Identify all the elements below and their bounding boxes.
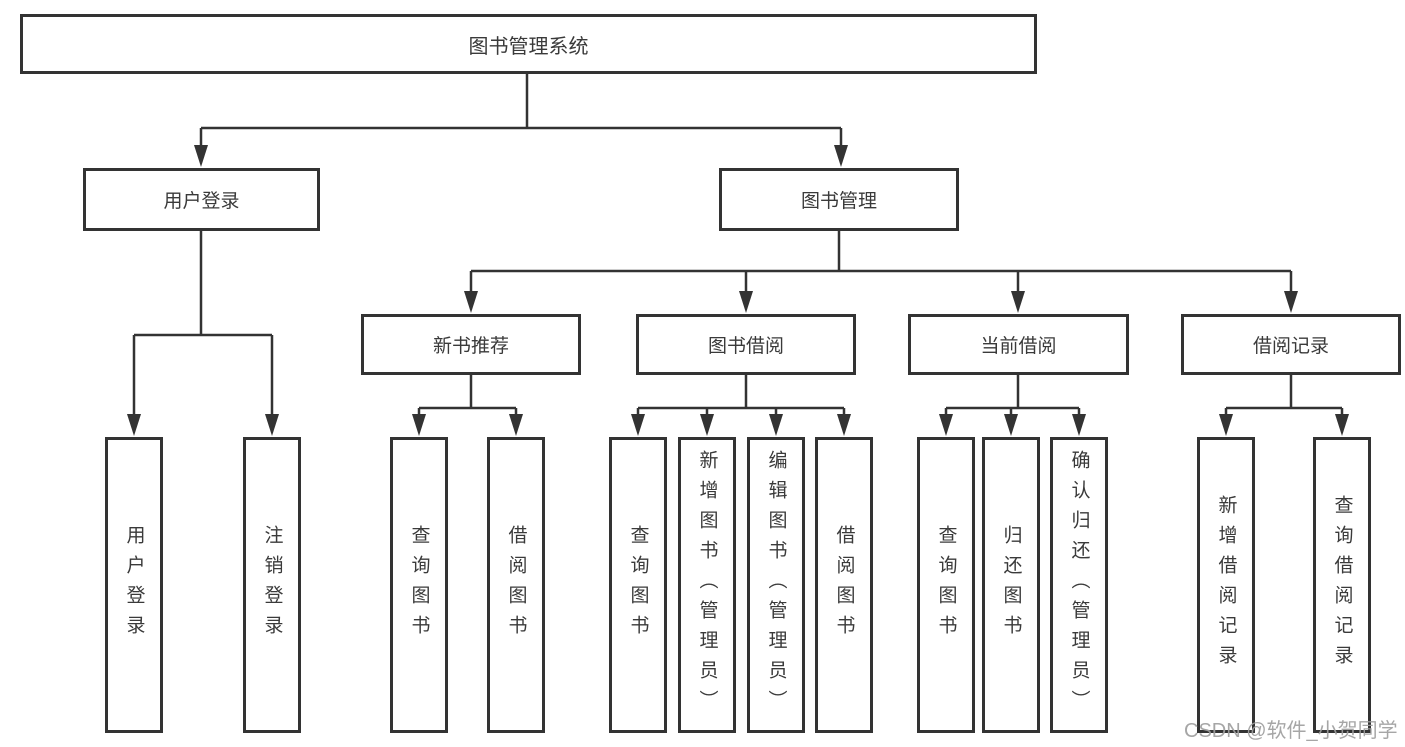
- leaf-edit-book-admin: 编辑图书（管理员）: [747, 437, 805, 733]
- leaf-label: 借阅图书: [505, 525, 527, 645]
- leaf-label: 查询借阅记录: [1331, 495, 1353, 675]
- leaf-query-books-recommend: 查询图书: [390, 437, 448, 733]
- node-library-management-system: 图书管理系统: [20, 14, 1037, 74]
- node-label: 图书管理: [800, 191, 877, 212]
- leaf-label: 借阅图书: [833, 525, 855, 645]
- node-book-management: 图书管理: [719, 168, 959, 231]
- leaf-logout: 注销登录: [243, 437, 301, 733]
- leaf-borrow-books: 借阅图书: [815, 437, 873, 733]
- leaf-label: 确认归还（管理员）: [1068, 450, 1090, 720]
- leaf-label: 编辑图书（管理员）: [765, 450, 787, 720]
- node-label: 用户登录: [163, 191, 240, 212]
- node-label: 图书借阅: [707, 336, 784, 357]
- leaf-query-books-current: 查询图书: [917, 437, 975, 733]
- csdn-watermark: CSDN @软件_小贺同学: [1184, 720, 1398, 742]
- node-label: 图书管理系统: [468, 35, 589, 58]
- leaf-label: 新增图书（管理员）: [696, 450, 718, 720]
- leaf-label: 用户登录: [123, 525, 145, 645]
- node-borrow-records: 借阅记录: [1181, 314, 1401, 375]
- node-user-login: 用户登录: [83, 168, 320, 231]
- leaf-label: 归还图书: [1000, 525, 1022, 645]
- node-label: 当前借阅: [980, 336, 1057, 357]
- leaf-query-books-borrow: 查询图书: [609, 437, 667, 733]
- leaf-label: 注销登录: [261, 525, 283, 645]
- leaf-confirm-return-admin: 确认归还（管理员）: [1050, 437, 1108, 733]
- leaf-add-book-admin: 新增图书（管理员）: [678, 437, 736, 733]
- leaf-borrow-books-recommend: 借阅图书: [487, 437, 545, 733]
- node-current-borrow: 当前借阅: [908, 314, 1129, 375]
- leaf-label: 查询图书: [408, 525, 430, 645]
- leaf-add-borrow-record: 新增借阅记录: [1197, 437, 1255, 733]
- leaf-label: 新增借阅记录: [1215, 495, 1237, 675]
- leaf-label: 查询图书: [935, 525, 957, 645]
- leaf-label: 查询图书: [627, 525, 649, 645]
- node-new-book-recommend: 新书推荐: [361, 314, 581, 375]
- leaf-return-book: 归还图书: [982, 437, 1040, 733]
- leaf-query-borrow-record: 查询借阅记录: [1313, 437, 1371, 733]
- node-label: 借阅记录: [1252, 336, 1329, 357]
- node-book-borrow: 图书借阅: [636, 314, 856, 375]
- node-label: 新书推荐: [432, 336, 509, 357]
- leaf-user-login: 用户登录: [105, 437, 163, 733]
